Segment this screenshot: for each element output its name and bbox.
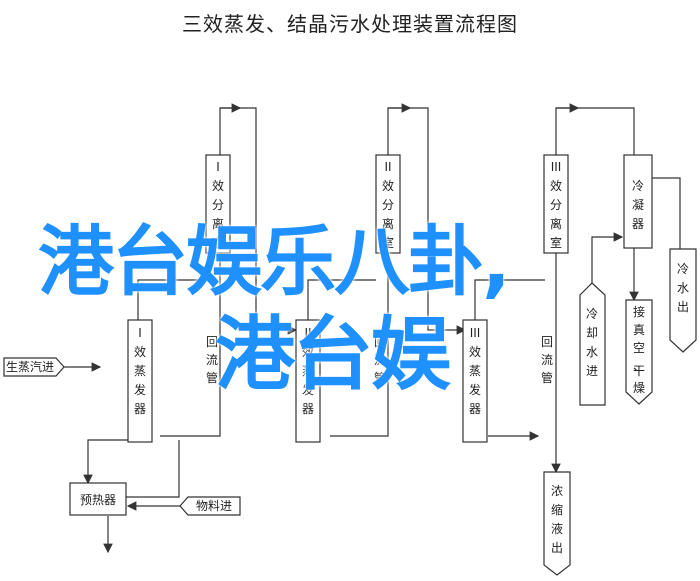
svg-text:出: 出 [551, 541, 563, 555]
concentrate-outlet: 浓 缩 液 出 [543, 471, 571, 576]
svg-text:水: 水 [586, 345, 598, 359]
svg-text:浓: 浓 [551, 484, 563, 498]
svg-text:冷: 冷 [632, 179, 644, 193]
cooling-water-in: 冷 却 水 进 [579, 282, 606, 406]
svg-text:分: 分 [212, 198, 224, 212]
svg-text:III: III [551, 160, 562, 174]
svg-text:缩: 缩 [551, 502, 563, 517]
condenser: 冷 凝 器 [623, 154, 653, 249]
svg-text:管: 管 [206, 370, 218, 385]
svg-text:回: 回 [374, 335, 386, 349]
svg-text:发: 发 [302, 382, 314, 397]
svg-text:室: 室 [550, 235, 562, 250]
svg-text:II: II [304, 326, 311, 340]
watermark-line-1: 港台娱乐八卦, [38, 217, 511, 306]
svg-text:效: 效 [469, 344, 481, 359]
separator-2: II 效 分 离 室 [375, 154, 401, 254]
watermark-line-2: 港台娱 [215, 308, 451, 401]
svg-text:液: 液 [551, 521, 563, 536]
separator-3: III 效 分 离 室 [543, 154, 569, 254]
svg-text:离: 离 [212, 216, 224, 231]
svg-text:冷: 冷 [586, 307, 598, 321]
svg-text:效: 效 [212, 178, 224, 193]
svg-text:效: 效 [134, 344, 146, 359]
svg-text:蒸: 蒸 [302, 364, 314, 378]
evaporator-1: I 效 蒸 发 器 [127, 319, 153, 443]
svg-text:离: 离 [550, 216, 562, 231]
svg-text:出: 出 [677, 300, 689, 314]
svg-text:离: 离 [382, 216, 394, 231]
svg-text:回: 回 [541, 335, 553, 349]
svg-text:进: 进 [586, 364, 598, 378]
svg-text:回: 回 [206, 335, 218, 349]
svg-text:效: 效 [382, 178, 394, 193]
svg-text:流: 流 [374, 353, 386, 367]
svg-text:效: 效 [550, 178, 562, 193]
svg-text:效: 效 [302, 344, 314, 359]
svg-text:管: 管 [374, 370, 386, 385]
svg-text:凝: 凝 [632, 197, 644, 212]
svg-text:器: 器 [134, 402, 146, 416]
svg-text:器: 器 [469, 402, 481, 416]
vacuum-dry-outlet: 接 真 空 、 干 燥 [625, 299, 653, 405]
evaporator-1-label: I 效 蒸 发 器 [134, 326, 146, 416]
preheater-label: 预热器 [80, 493, 116, 507]
svg-text:流: 流 [541, 353, 553, 367]
diagram-title: 三效蒸发、结晶污水处理装置流程图 [182, 12, 518, 36]
svg-text:I: I [216, 160, 220, 174]
svg-text:蒸: 蒸 [134, 364, 146, 378]
evaporator-3: III 效 蒸 发 器 [462, 319, 488, 443]
svg-text:蒸: 蒸 [469, 364, 481, 378]
svg-text:I: I [138, 326, 142, 340]
svg-text:发: 发 [469, 382, 481, 397]
evaporator-2: II 效 蒸 发 器 [295, 319, 321, 443]
flow-lines [64, 103, 681, 554]
separator-1: I 效 分 离 室 [205, 154, 231, 254]
steam-inlet-label: 生蒸汽进 [6, 359, 54, 374]
svg-text:室: 室 [382, 235, 394, 250]
svg-text:、: 、 [633, 359, 645, 373]
svg-text:分: 分 [550, 198, 562, 212]
svg-text:空: 空 [633, 341, 645, 355]
svg-text:器: 器 [302, 402, 314, 416]
svg-text:管: 管 [541, 370, 553, 385]
svg-text:水: 水 [677, 281, 689, 295]
svg-text:III: III [470, 326, 481, 340]
svg-text:室: 室 [212, 235, 224, 250]
svg-text:接: 接 [633, 304, 645, 319]
svg-text:II: II [384, 160, 391, 174]
return-pipe-2-label: 回 流 管 [374, 335, 386, 385]
svg-text:却: 却 [586, 326, 598, 340]
svg-text:燥: 燥 [633, 381, 645, 395]
return-pipe-3-label: 回 流 管 [541, 335, 553, 385]
svg-text:干: 干 [633, 364, 645, 378]
svg-text:真: 真 [633, 323, 645, 337]
svg-text:器: 器 [632, 217, 644, 231]
cooling-water-out: 冷 水 出 [669, 248, 697, 353]
feed-inlet: 物料进 [179, 496, 241, 516]
return-pipe-1-label: 回 流 管 [206, 335, 218, 385]
svg-text:分: 分 [382, 198, 394, 212]
svg-text:发: 发 [134, 382, 146, 397]
svg-text:冷: 冷 [677, 262, 689, 276]
steam-inlet: 生蒸汽进 [3, 357, 65, 377]
svg-text:流: 流 [206, 353, 218, 367]
preheater: 预热器 [69, 482, 127, 516]
feed-inlet-label: 物料进 [196, 499, 232, 513]
